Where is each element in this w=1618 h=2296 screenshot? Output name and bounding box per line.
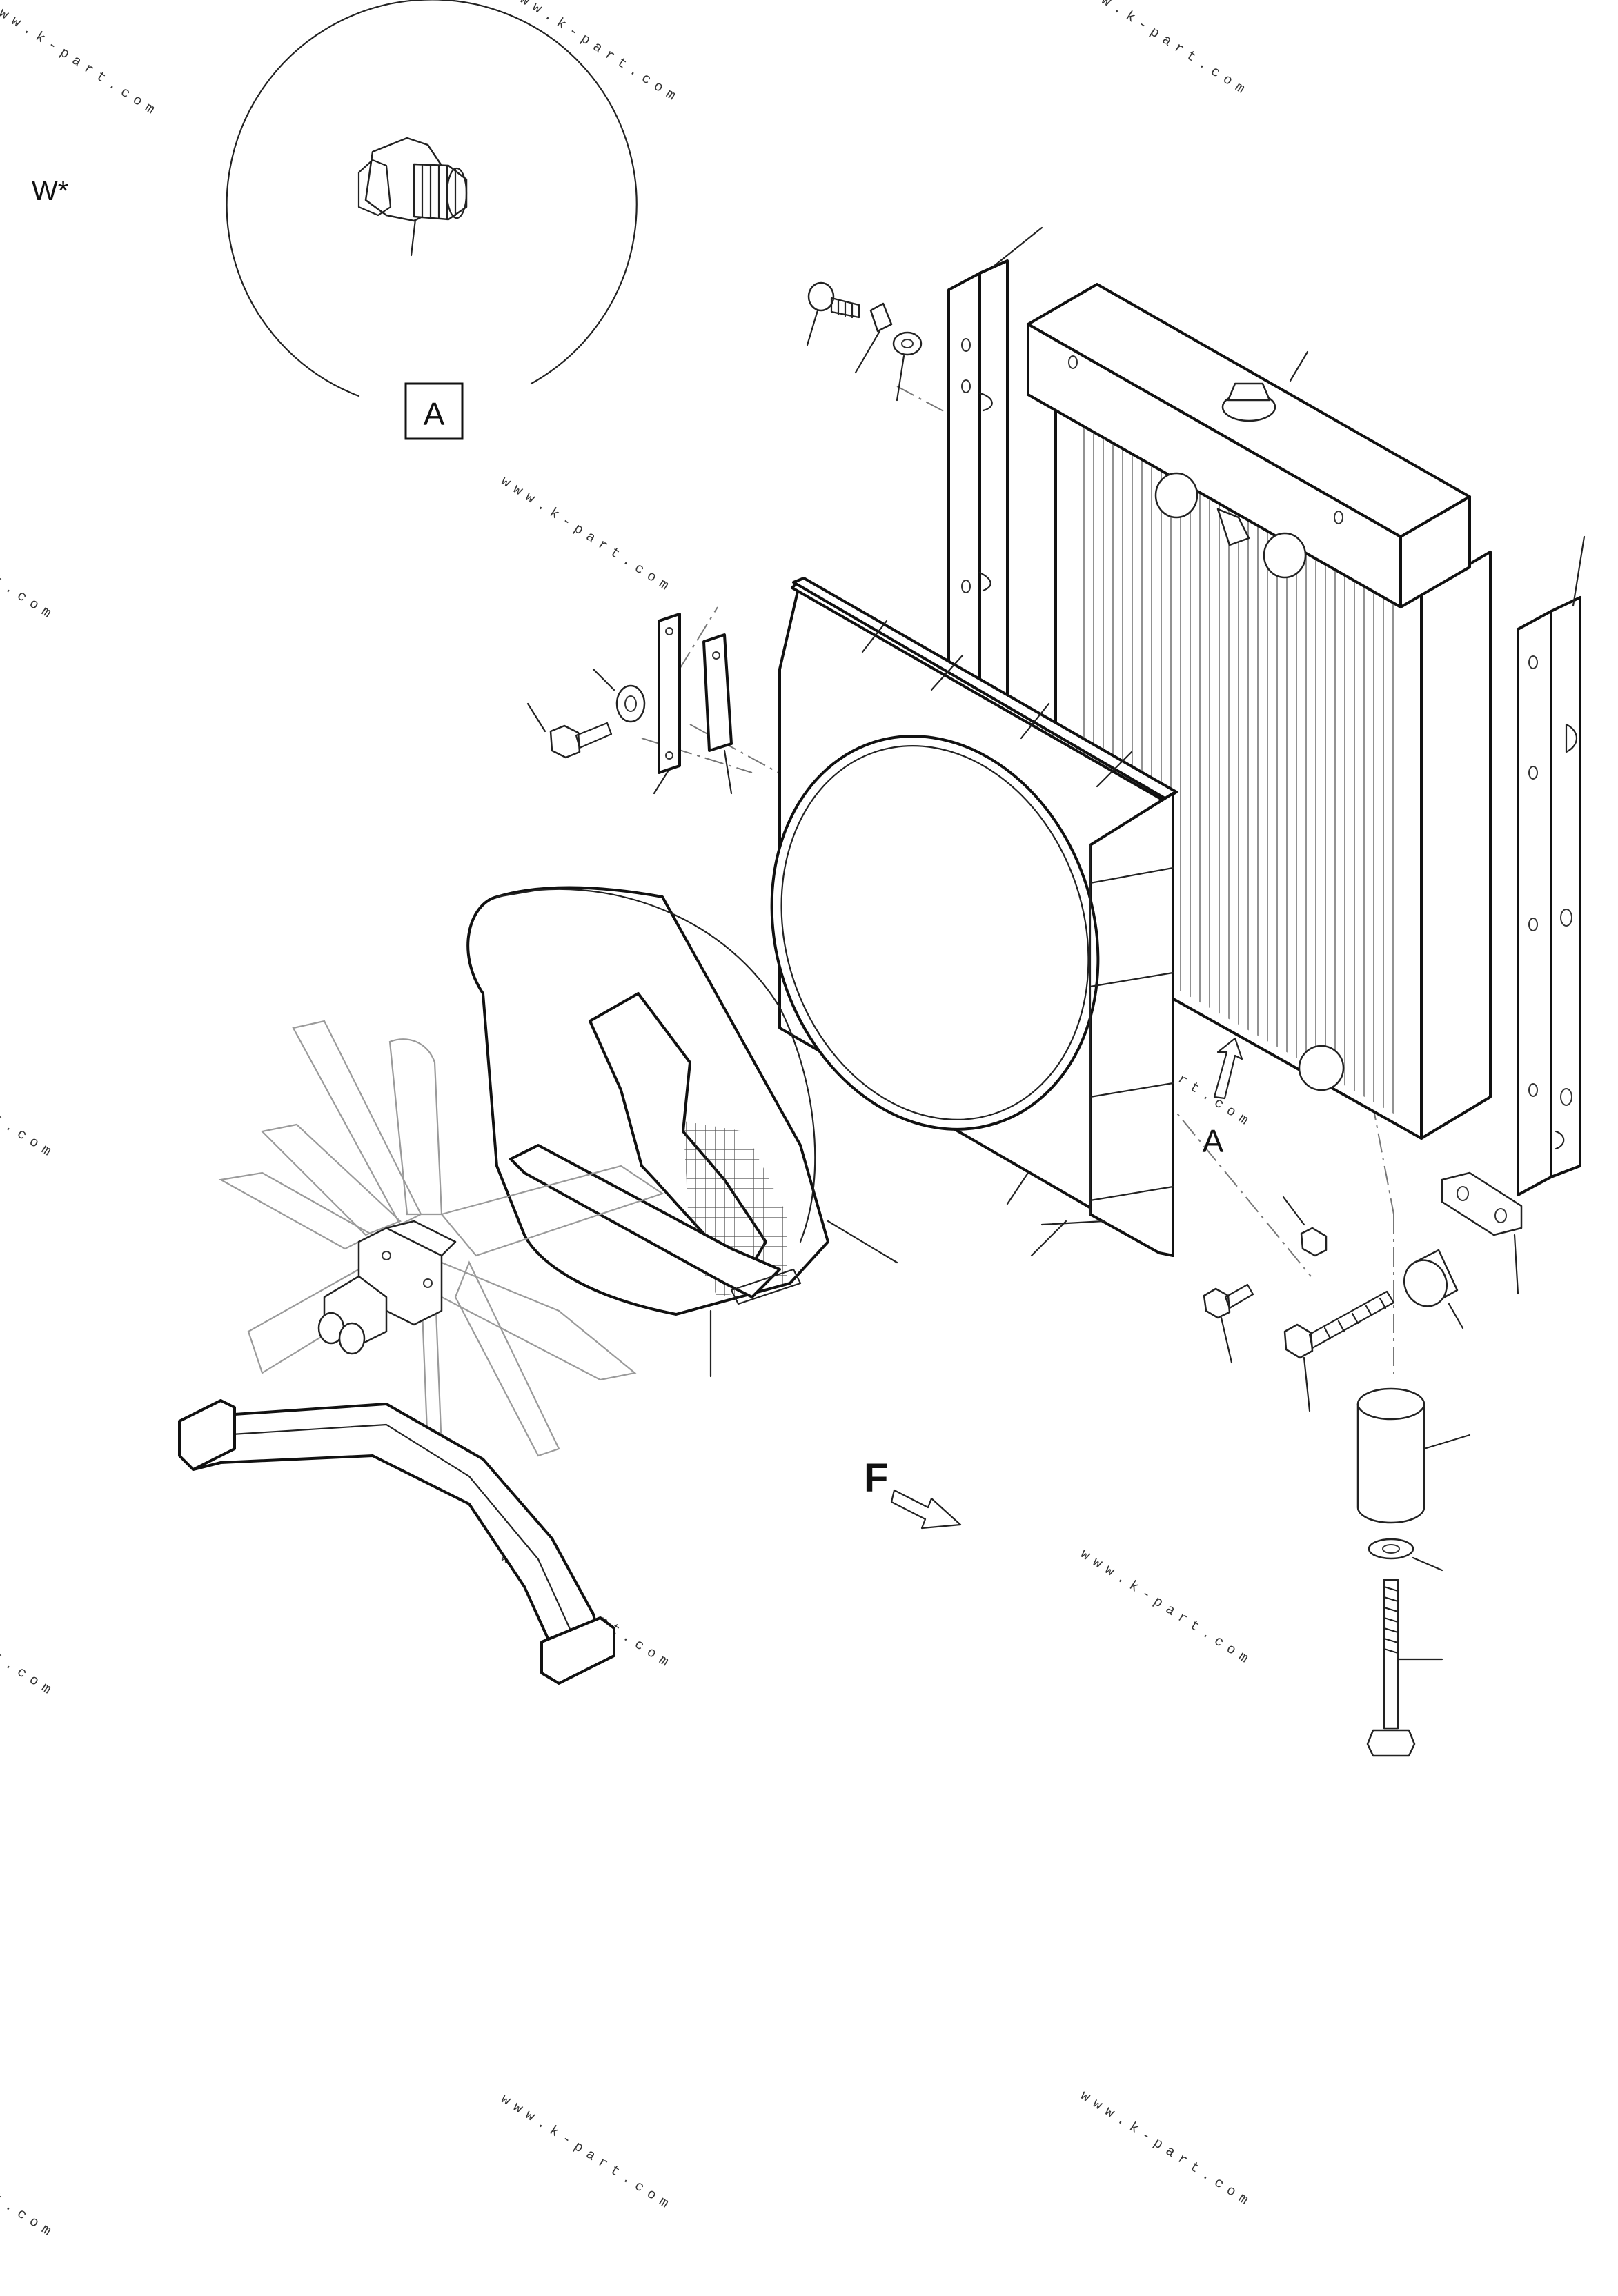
cooling-fan <box>218 1020 664 1457</box>
direction-label: F <box>864 1456 888 1501</box>
detail-arrow-label: A <box>1203 1123 1224 1159</box>
lower-bolts <box>1203 1196 1395 1412</box>
watermark-text: www.k-part.com <box>0 1040 59 1163</box>
top-bolt <box>806 281 923 402</box>
watermark-text: www.k-part.com <box>1077 1547 1256 1670</box>
mesh-guard <box>466 886 898 1378</box>
watermark-text: www.k-part.com <box>0 502 59 625</box>
watermark-text: www.k-part.com <box>1077 2088 1256 2212</box>
variant-marker: W* <box>32 176 68 206</box>
support-bracket <box>178 1399 615 1685</box>
watermark-text: www.k-part.com <box>0 0 162 121</box>
spacer-bush <box>1403 1171 1523 1329</box>
detail-ref-box <box>404 382 464 440</box>
sensor-switch-part <box>357 137 468 257</box>
radiator: A <box>1027 283 1492 1159</box>
watermark-text: www.k-part.com <box>0 1578 59 1701</box>
detail-circle <box>226 0 638 397</box>
watermark-text: www.k-part.com <box>1074 0 1252 101</box>
detail-view-a: A W* <box>32 0 638 440</box>
watermark-text: www.k-part.com <box>0 2119 59 2243</box>
right-side-plate <box>1517 535 1586 1196</box>
detail-ref-label: A <box>424 396 445 432</box>
watermark-text: www.k-part.com <box>497 474 676 597</box>
watermark-text: www.k-part.com <box>504 0 683 108</box>
fan-shroud <box>770 577 1178 1257</box>
hardware <box>526 281 1523 1757</box>
rubber-mount <box>1356 1387 1471 1757</box>
seal-strips <box>653 613 733 795</box>
direction-marker: F <box>864 1456 962 1530</box>
mid-left-bolt <box>526 668 646 759</box>
watermark-text: www.k-part.com <box>497 2092 676 2215</box>
